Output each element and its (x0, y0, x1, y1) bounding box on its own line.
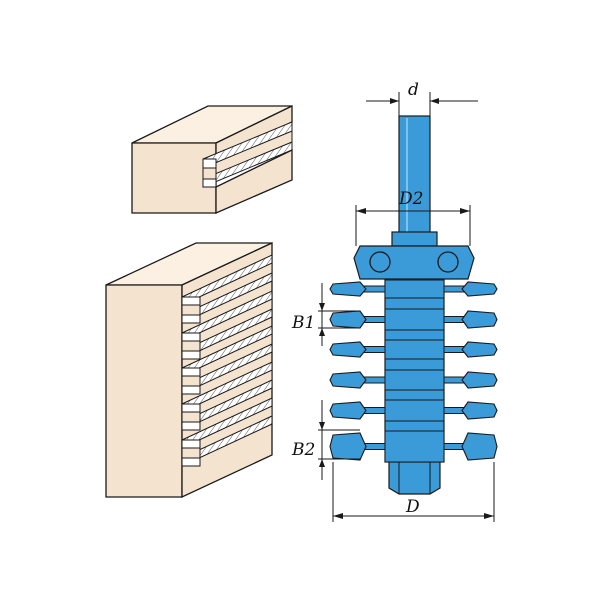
blade-tip-left-2 (329, 310, 367, 329)
B1-arrow-bottom (319, 328, 325, 336)
cutter-collar (391, 231, 438, 247)
large-finger-end-3 (181, 375, 201, 387)
blade-hub-3 (384, 339, 445, 360)
d-arrow-left (390, 98, 399, 104)
B1-arrow-top (319, 303, 325, 311)
cutter-blades (329, 279, 498, 463)
label-D2: D2 (398, 189, 423, 209)
blade-tip-right-3 (461, 341, 498, 358)
blade-hub-2 (384, 308, 445, 331)
large-finger-end-4 (181, 411, 201, 423)
blade-tip-left-4 (329, 371, 367, 389)
plate-screw-right (437, 251, 459, 273)
blade-tip-right-5 (461, 401, 498, 420)
blade-tip-right-2 (461, 310, 498, 329)
finger-joint-cutter (353, 115, 475, 495)
blade-tip-left-1 (329, 281, 367, 297)
blade-tip-right-1 (461, 281, 498, 297)
blade-hub-1 (384, 279, 445, 299)
small-workpiece (131, 104, 293, 214)
B2-arrow-top (319, 422, 325, 430)
D2-arrow-left (356, 208, 366, 214)
B2-arrow-bottom (319, 459, 325, 467)
blade-tip-right-4 (461, 371, 498, 389)
blade-hub-6 (384, 430, 445, 463)
D2-arrow-right (460, 208, 470, 214)
d-arrow-right (430, 98, 439, 104)
cutter-nut (388, 461, 441, 495)
label-d: d (408, 80, 419, 100)
blade-hub-5 (384, 399, 445, 422)
large-finger-end-5 (181, 447, 201, 459)
label-B1: B1 (291, 313, 315, 333)
dimensions (318, 92, 495, 522)
label-D: D (405, 497, 420, 517)
large-finger-end-2 (181, 340, 201, 352)
D-arrow-right (484, 513, 494, 519)
plate-screw-left (369, 251, 391, 273)
large-workpiece-front (105, 284, 183, 498)
label-B2: B2 (291, 440, 315, 460)
cutter-shank (398, 115, 431, 237)
large-finger-end-1 (181, 304, 201, 316)
cutter-arbor (384, 269, 445, 463)
D-arrow-left (333, 513, 343, 519)
blade-hub-4 (384, 369, 445, 391)
small-workpiece-side-bottom (215, 148, 293, 214)
blade-tip-left-5 (329, 401, 367, 420)
blade-tip-right-6 (461, 432, 498, 461)
small-workpiece-finger-end (202, 167, 217, 180)
blade-tip-left-6 (329, 432, 367, 461)
blade-tip-left-3 (329, 341, 367, 358)
large-workpiece-grooves (181, 254, 273, 467)
